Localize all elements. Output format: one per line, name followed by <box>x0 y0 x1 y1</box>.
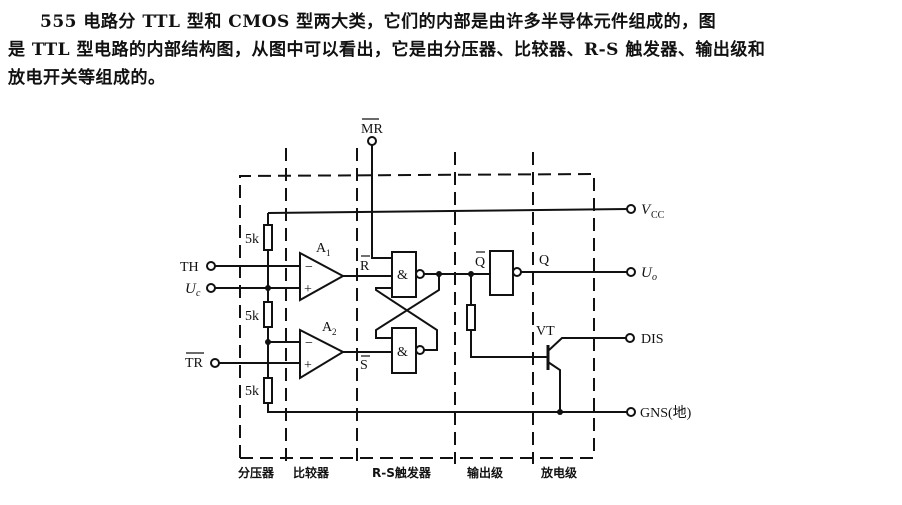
paragraph-line-3: 放电开关等组成的。 <box>8 68 166 88</box>
th-pin[interactable] <box>206 261 216 271</box>
nand-1-symbol: & <box>397 268 408 283</box>
ground-rail <box>267 403 628 413</box>
q-bar-label: Q <box>475 255 485 270</box>
outer-dashed-box <box>239 172 595 458</box>
dis-pin[interactable] <box>625 333 635 343</box>
r-bar-label: R <box>360 259 370 274</box>
vt-label: VT <box>536 324 555 339</box>
a1-subscript: 1 <box>326 248 331 258</box>
section-label-discharge: 放电级 <box>540 465 577 480</box>
voltage-divider: 5k 5k 5k <box>245 213 628 413</box>
uc-label: U <box>185 281 197 297</box>
vcc-pin[interactable] <box>626 204 636 214</box>
a2-label: A <box>322 320 333 335</box>
tr-label: TR <box>185 356 204 371</box>
cross-wire-1 <box>375 274 440 339</box>
comparator-a2 <box>299 328 346 380</box>
inverter-gate <box>489 250 514 296</box>
paragraph-line-2: 是 TTL 型电路的内部结构图，从图中可以看出，它是由分压器、比较器、R-S 触… <box>8 40 766 60</box>
a2-subscript: 2 <box>332 327 337 337</box>
cross-wire-2 <box>375 287 438 351</box>
uo-subscript: o <box>652 272 657 283</box>
q-label: Q <box>539 253 549 268</box>
mr-pin[interactable] <box>367 136 377 146</box>
mr-label: MR <box>361 122 383 137</box>
resistor-1-label: 5k <box>245 232 259 247</box>
uo-pin[interactable] <box>626 267 636 277</box>
comparator-a1 <box>299 251 346 302</box>
junction-ground <box>557 409 563 415</box>
section-label-divider: 分压器 <box>238 465 275 480</box>
section-label-output: 输出级 <box>467 465 503 480</box>
collector-wire <box>547 337 628 352</box>
vcc-label: V <box>641 202 652 218</box>
intro-paragraph: 555 电路分 TTL 型和 CMOS 型两大类，它们的内部是由许多半导体元件组… <box>8 8 898 92</box>
uc-subscript: c <box>196 288 201 299</box>
a1-label: A <box>316 241 327 256</box>
uo-label: U <box>641 265 653 281</box>
nand-1-inverter-bubble <box>415 269 425 279</box>
a1-minus: − <box>305 260 313 275</box>
paragraph-line-1: 555 电路分 TTL 型和 CMOS 型两大类，它们的内部是由许多半导体元件组… <box>40 12 717 32</box>
resistor-1 <box>263 224 273 251</box>
dis-label: DIS <box>641 332 664 347</box>
base-wire <box>470 330 548 358</box>
base-resistor <box>466 304 476 331</box>
emitter-wire <box>547 361 561 412</box>
vcc-subscript: CC <box>651 210 665 221</box>
vcc-rail <box>267 208 629 214</box>
a1-plus: + <box>304 282 312 297</box>
resistor-3-label: 5k <box>245 384 259 399</box>
th-label: TH <box>180 260 199 275</box>
gnd-label: GNS(地) <box>640 405 692 421</box>
section-boundaries <box>239 148 595 464</box>
gnd-pin[interactable] <box>626 407 636 417</box>
resistor-2 <box>263 301 273 328</box>
mr-wire <box>371 145 392 259</box>
resistor-3 <box>263 377 273 404</box>
uc-pin[interactable] <box>206 283 216 293</box>
section-label-comparator: 比较器 <box>293 465 330 480</box>
nand-2-symbol: & <box>397 345 408 360</box>
inverter-bubble <box>512 267 522 277</box>
nand-2-inverter-bubble <box>415 345 425 355</box>
tr-pin[interactable] <box>210 358 220 368</box>
a2-minus: − <box>305 336 313 351</box>
resistor-2-label: 5k <box>245 309 259 324</box>
section-label-flipflop: R-S触发器 <box>372 465 432 480</box>
s-bar-label: S <box>360 358 368 373</box>
a2-plus: + <box>304 358 312 373</box>
